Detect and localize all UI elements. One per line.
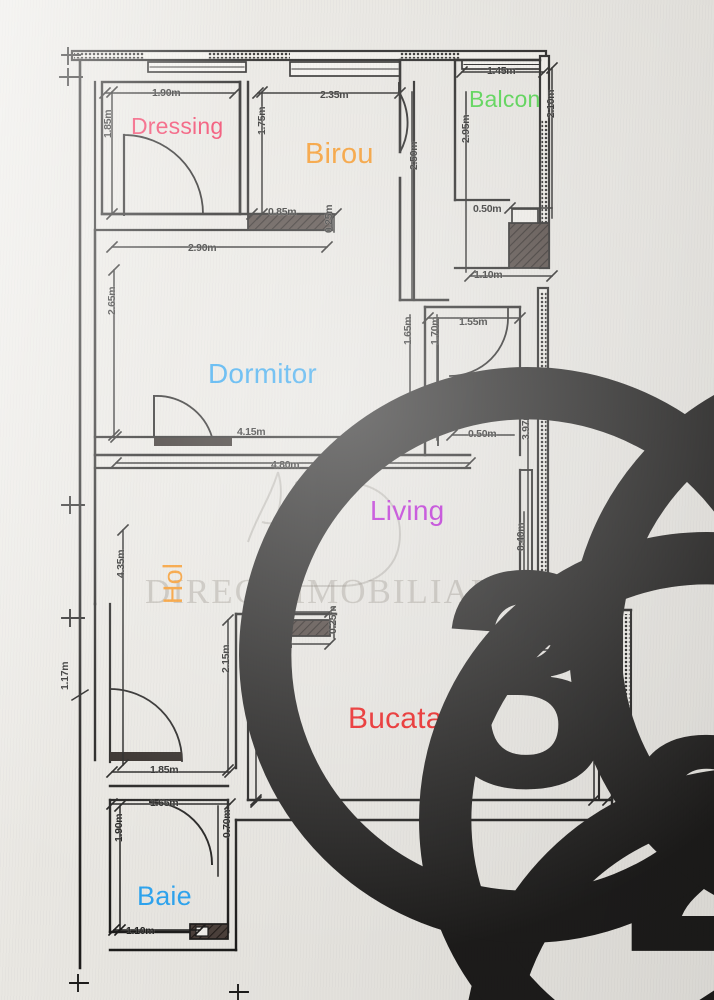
- dimension-d-birou-w: 2.35m: [320, 89, 349, 101]
- dimension-d-balcon-w: 1.45m: [487, 65, 516, 77]
- dimension-d-baie-190: 1.90m: [113, 813, 125, 842]
- dimension-d-dressing-w: 1.90m: [152, 87, 181, 99]
- dimension-d-balcon-h: 2.10m: [545, 89, 557, 118]
- dimension-d-birou-h: 1.75m: [256, 106, 268, 135]
- dimension-d-baie-110: 1.10m: [126, 925, 155, 937]
- dimension-d-dressing-h: 1.85m: [102, 109, 114, 138]
- dimension-d-dorm-265: 2.65m: [106, 286, 118, 315]
- dimension-d-left-117: 1.17m: [59, 661, 71, 690]
- room-label-dressing: Dressing: [131, 113, 224, 139]
- dimension-d-hol-435: 4.35m: [115, 549, 127, 578]
- room-hol-walls: [93, 602, 112, 764]
- room-label-balcon: Balcon: [469, 86, 541, 112]
- dimension-d-mid-295: 2.95m: [460, 114, 472, 143]
- room-number-marker-balcon: 5: [569, 395, 714, 895]
